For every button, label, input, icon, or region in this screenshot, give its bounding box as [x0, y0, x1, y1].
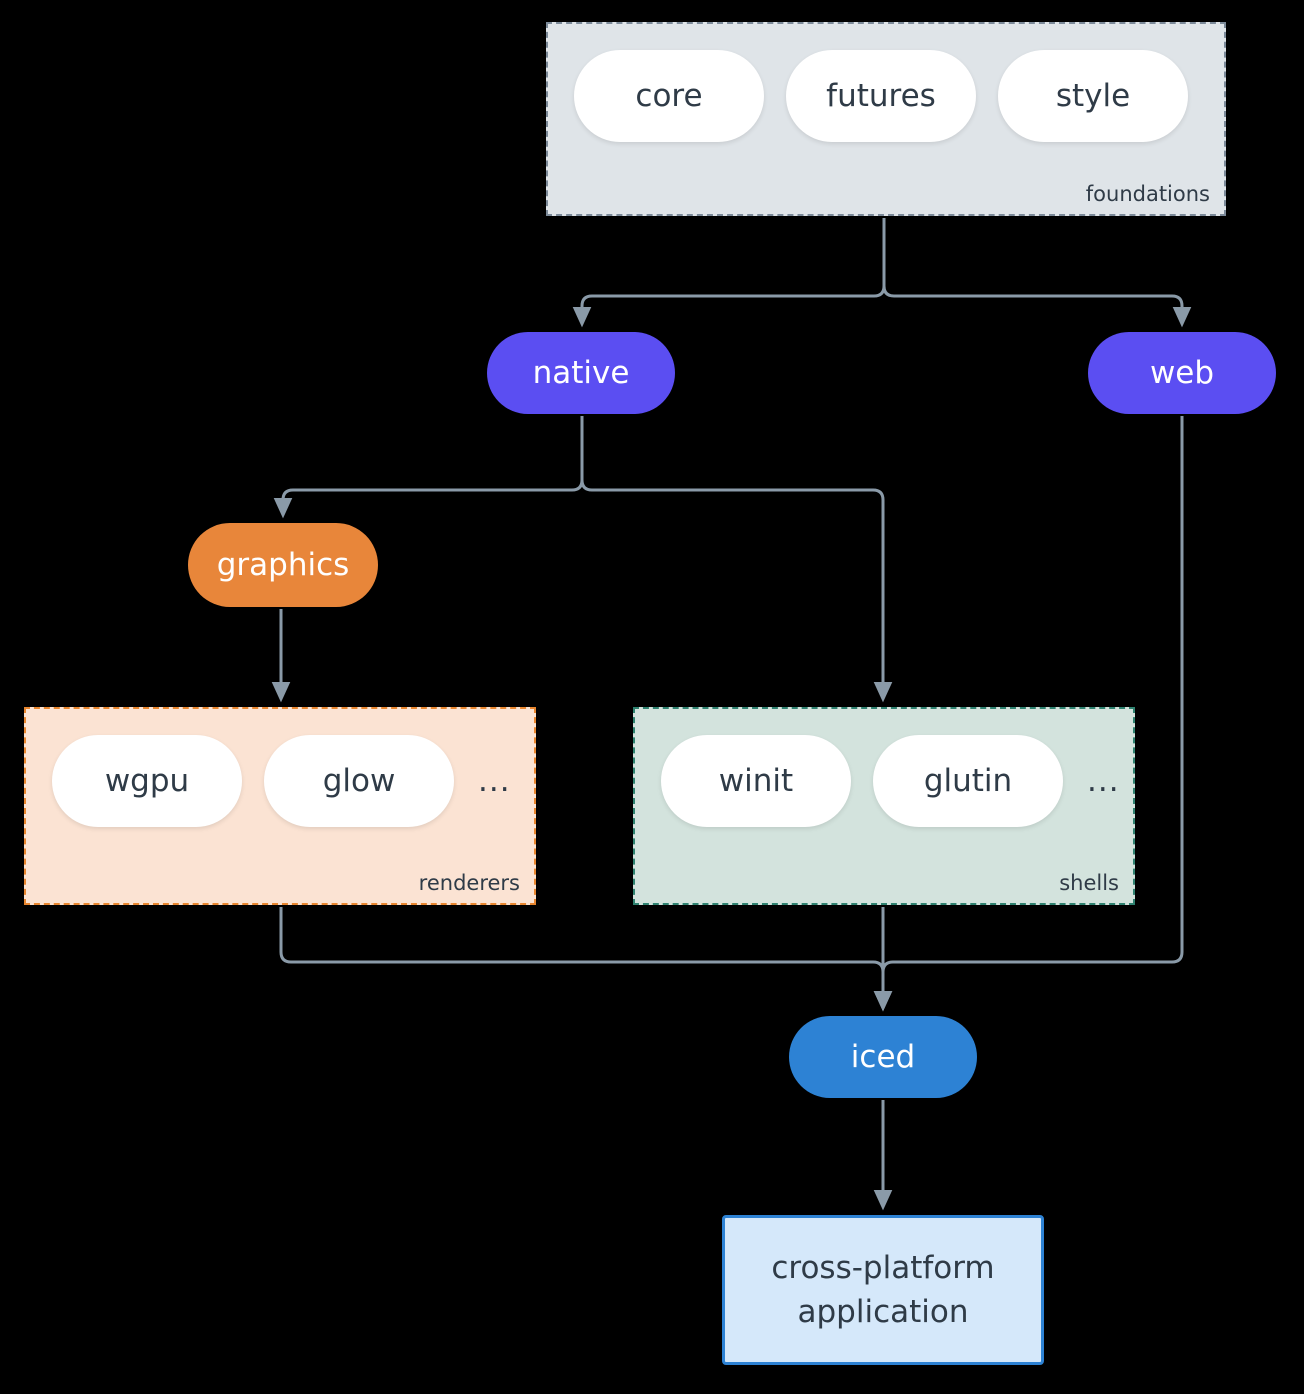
group-label-shells: shells: [1059, 871, 1119, 895]
edge-foundations-web: [882, 218, 1192, 328]
chip-style[interactable]: style: [998, 50, 1188, 142]
edge-native-graphics: [273, 416, 584, 519]
chip-futures[interactable]: futures: [786, 50, 976, 142]
application-line-2: application: [797, 1294, 969, 1330]
group-shells: winit glutin ... shells: [633, 707, 1135, 905]
node-cross-platform-application[interactable]: cross-platform application: [722, 1215, 1044, 1365]
group-foundations: core futures style foundations: [546, 22, 1226, 216]
group-label-foundations: foundations: [1085, 182, 1210, 206]
node-web[interactable]: web: [1088, 332, 1276, 414]
edge-native-shells: [580, 416, 893, 703]
renderers-chip-row: wgpu glow ...: [52, 735, 511, 827]
renderers-overflow-ellipsis: ...: [478, 763, 511, 799]
node-native[interactable]: native: [487, 332, 675, 414]
shells-overflow-ellipsis: ...: [1087, 763, 1120, 799]
chip-core[interactable]: core: [574, 50, 764, 142]
node-graphics[interactable]: graphics: [188, 523, 378, 607]
node-iced[interactable]: iced: [789, 1016, 977, 1098]
shells-chip-row: winit glutin ...: [661, 735, 1120, 827]
chip-glutin[interactable]: glutin: [873, 735, 1063, 827]
chip-glow[interactable]: glow: [264, 735, 454, 827]
chip-wgpu[interactable]: wgpu: [52, 735, 242, 827]
foundations-chip-row: core futures style: [574, 50, 1188, 142]
edge-renderers-iced: [279, 907, 893, 1012]
edge-foundations-native: [572, 218, 886, 328]
application-line-1: cross-platform: [771, 1249, 995, 1286]
group-label-renderers: renderers: [418, 871, 520, 895]
chip-winit[interactable]: winit: [661, 735, 851, 827]
group-renderers: wgpu glow ... renderers: [24, 707, 536, 905]
